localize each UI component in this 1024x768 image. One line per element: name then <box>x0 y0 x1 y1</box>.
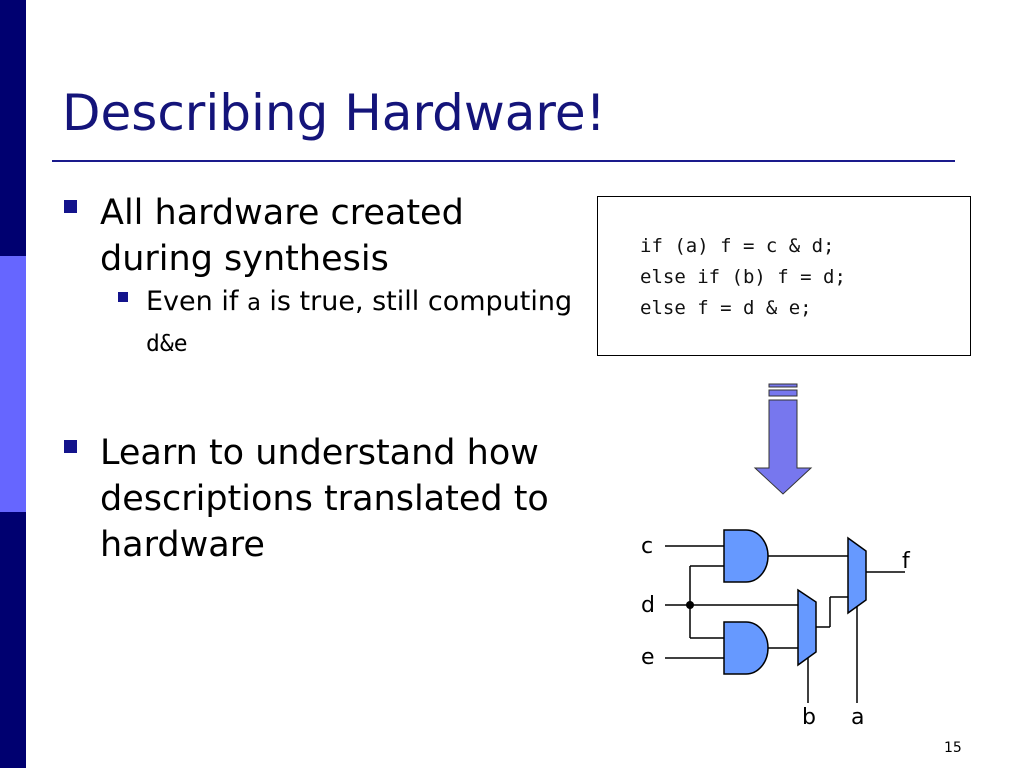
bullet-text: Learn to understand how descriptions tra… <box>100 433 549 565</box>
label-f: f <box>902 549 911 574</box>
down-arrow-icon <box>753 383 813 495</box>
mux-icon <box>797 588 817 667</box>
label-e: e <box>641 645 655 670</box>
left-bar-dark-bottom <box>0 512 26 768</box>
and-gate-icon <box>723 529 769 583</box>
label-d: d <box>641 593 655 618</box>
code-line: if (a) f = c & d; <box>640 235 835 257</box>
bullet-text: All hardware created during synthesis <box>100 193 464 279</box>
and-gate-icon <box>723 621 769 675</box>
left-bar-light <box>0 256 26 512</box>
code-box: if (a) f = c & d; else if (b) f = d; els… <box>597 196 971 356</box>
code-line: else if (b) f = d; <box>640 266 846 288</box>
left-bar-dark <box>0 0 26 256</box>
code-inline: d&e <box>146 331 188 357</box>
code-line: else f = d & e; <box>640 297 812 319</box>
sub-bullet-text: is true, still computing <box>260 286 573 317</box>
sub-bullet-text: Even if <box>146 286 247 317</box>
code-inline: a <box>246 290 261 316</box>
sub-bullet-item: Even if a is true, still computing d&e <box>100 282 582 364</box>
wires <box>665 545 905 703</box>
slide-title: Describing Hardware! <box>62 84 606 142</box>
mux-icon <box>847 536 867 615</box>
label-b: b <box>802 705 816 730</box>
bullet-item: All hardware created during synthesis Ev… <box>62 190 582 364</box>
bullet-list: All hardware created during synthesis Ev… <box>62 190 582 568</box>
label-c: c <box>641 534 653 559</box>
junction-dot <box>686 601 694 609</box>
sub-bullet-list: Even if a is true, still computing d&e <box>100 282 582 364</box>
page-number: 15 <box>944 740 962 756</box>
title-underline <box>52 160 955 162</box>
label-a: a <box>851 705 864 730</box>
bullet-item: Learn to understand how descriptions tra… <box>62 430 582 568</box>
